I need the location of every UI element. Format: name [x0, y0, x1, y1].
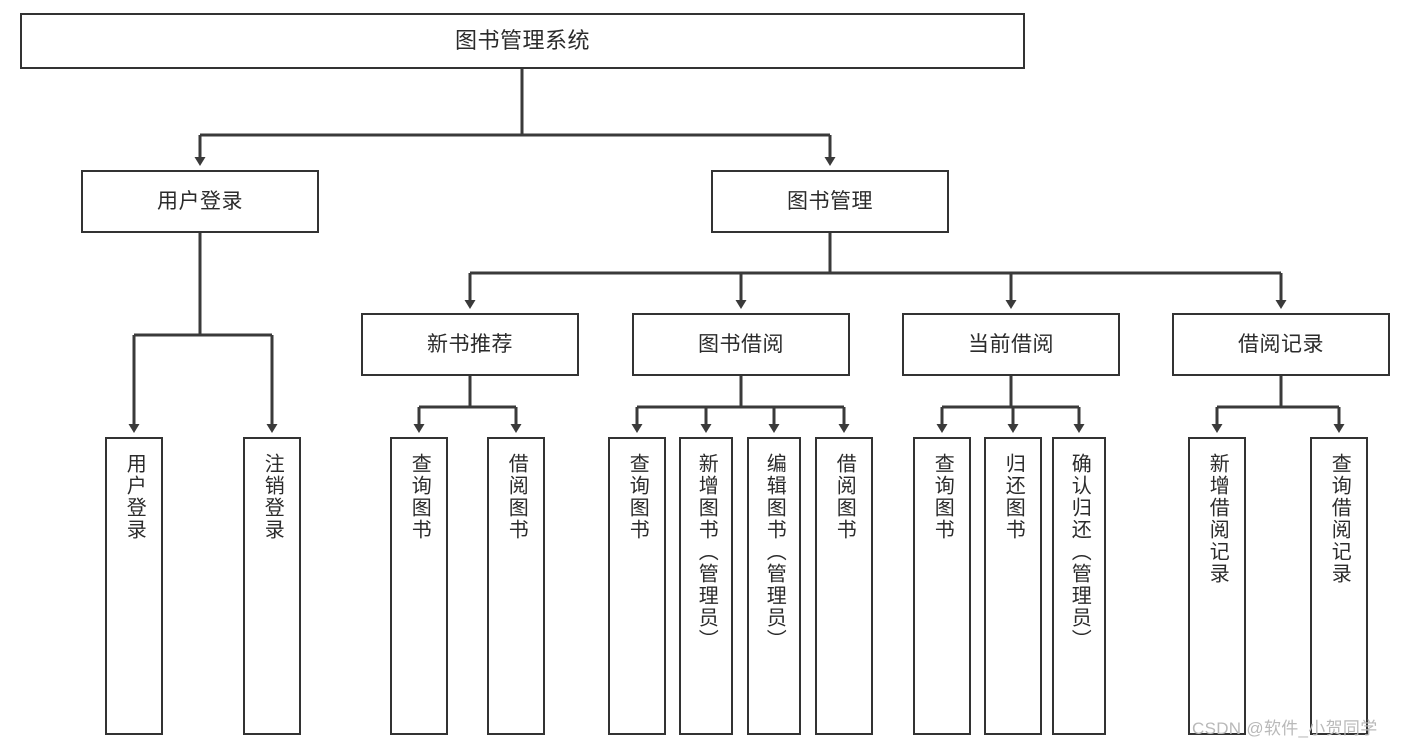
- node-leaf-add-record[interactable]: 新增借阅记录: [1188, 437, 1246, 735]
- node-leaf-borrow-book-2-label: 借阅图书: [833, 453, 856, 541]
- node-leaf-return-book[interactable]: 归还图书: [984, 437, 1042, 735]
- node-leaf-query-book-2-label: 查询图书: [626, 453, 649, 541]
- node-leaf-query-record[interactable]: 查询借阅记录: [1310, 437, 1368, 735]
- node-borrow-record-label: 借阅记录: [1238, 332, 1324, 356]
- node-leaf-confirm-return[interactable]: 确认归还（管理员）: [1052, 437, 1106, 735]
- node-leaf-query-book-1[interactable]: 查询图书: [390, 437, 448, 735]
- node-leaf-user-login-label: 用户登录: [123, 453, 146, 541]
- node-book-borrow[interactable]: 图书借阅: [632, 313, 850, 376]
- node-new-book-recommend-label: 新书推荐: [427, 332, 513, 356]
- node-root[interactable]: 图书管理系统: [20, 13, 1025, 69]
- node-book-manage[interactable]: 图书管理: [711, 170, 949, 233]
- node-leaf-edit-book-label: 编辑图书（管理员）: [763, 453, 786, 651]
- node-borrow-record[interactable]: 借阅记录: [1172, 313, 1390, 376]
- node-leaf-query-book-3[interactable]: 查询图书: [913, 437, 971, 735]
- node-book-borrow-label: 图书借阅: [698, 332, 784, 356]
- node-leaf-logout-label: 注销登录: [261, 453, 284, 541]
- node-root-label: 图书管理系统: [454, 27, 590, 53]
- node-leaf-query-record-label: 查询借阅记录: [1328, 453, 1351, 585]
- node-leaf-query-book-3-label: 查询图书: [931, 453, 954, 541]
- node-leaf-borrow-book-1[interactable]: 借阅图书: [487, 437, 545, 735]
- node-current-borrow[interactable]: 当前借阅: [902, 313, 1120, 376]
- node-new-book-recommend[interactable]: 新书推荐: [361, 313, 579, 376]
- node-leaf-edit-book[interactable]: 编辑图书（管理员）: [747, 437, 801, 735]
- node-leaf-user-login[interactable]: 用户登录: [105, 437, 163, 735]
- node-leaf-return-book-label: 归还图书: [1002, 453, 1025, 541]
- node-current-borrow-label: 当前借阅: [968, 332, 1054, 356]
- node-leaf-query-book-2[interactable]: 查询图书: [608, 437, 666, 735]
- node-leaf-logout[interactable]: 注销登录: [243, 437, 301, 735]
- node-leaf-add-book[interactable]: 新增图书（管理员）: [679, 437, 733, 735]
- node-book-manage-label: 图书管理: [787, 189, 873, 213]
- node-user-login-label: 用户登录: [157, 189, 243, 213]
- node-leaf-query-book-1-label: 查询图书: [408, 453, 431, 541]
- connector-lines: [128, 69, 1345, 433]
- node-leaf-add-book-label: 新增图书（管理员）: [695, 453, 718, 651]
- node-user-login[interactable]: 用户登录: [81, 170, 319, 233]
- node-leaf-borrow-book-2[interactable]: 借阅图书: [815, 437, 873, 735]
- watermark-text: CSDN @软件_小贺同学: [1192, 719, 1378, 738]
- node-leaf-confirm-return-label: 确认归还（管理员）: [1068, 453, 1091, 651]
- node-leaf-add-record-label: 新增借阅记录: [1206, 453, 1229, 585]
- node-leaf-borrow-book-1-label: 借阅图书: [505, 453, 528, 541]
